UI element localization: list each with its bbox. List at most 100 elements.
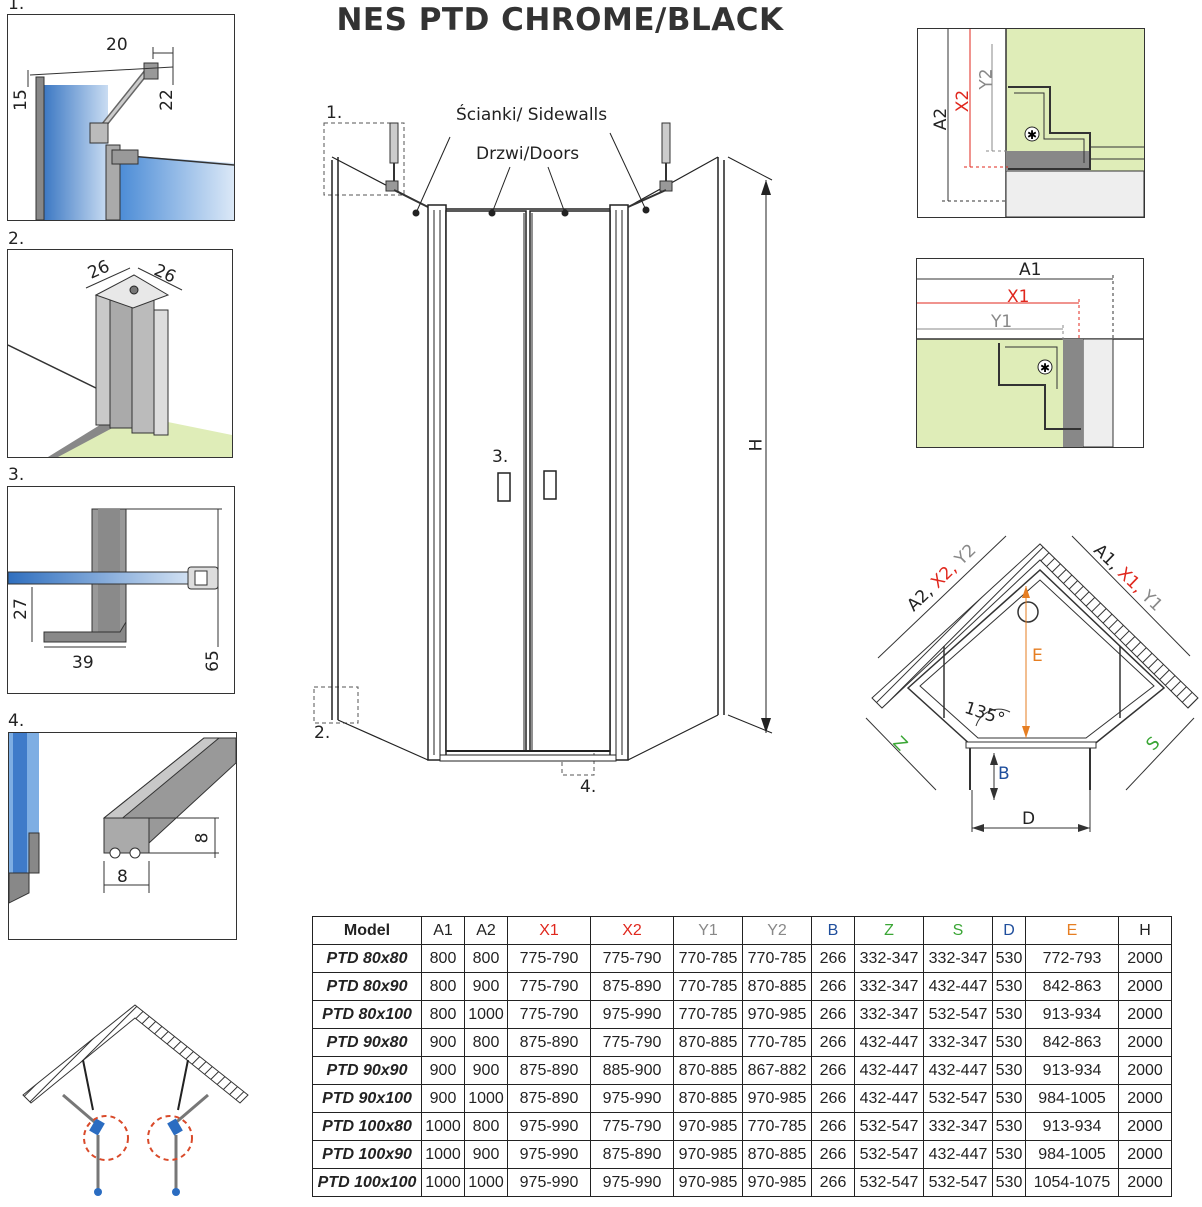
table-cell: 432-447: [854, 1028, 924, 1057]
table-cell: 900: [464, 972, 508, 1001]
table-cell: 530: [992, 1140, 1026, 1169]
table-header-cell: Z: [854, 916, 924, 945]
table-cell: 975-990: [590, 1168, 674, 1197]
table-cell: 913-934: [1025, 1056, 1119, 1085]
table-cell: 970-985: [673, 1140, 743, 1169]
table-cell: 266: [811, 972, 855, 1001]
table-cell: 870-885: [742, 972, 812, 1001]
table-cell: 975-990: [590, 1084, 674, 1113]
table-cell: 432-447: [854, 1084, 924, 1113]
table-cell: 870-885: [742, 1140, 812, 1169]
dim-8-horizontal: 8: [117, 867, 128, 887]
side-profile-a1-drawing: ✱: [917, 275, 1143, 447]
table-cell: 900: [464, 1056, 508, 1085]
dim-8-vertical: 8: [192, 832, 213, 844]
mounting-angle-drawing: [22, 1004, 249, 1196]
table-cell: 432-447: [923, 972, 993, 1001]
table-cell: 975-990: [507, 1140, 591, 1169]
table-cell: 332-347: [923, 1028, 993, 1057]
table-cell: 775-790: [507, 1000, 591, 1029]
callout-4: 4.: [580, 777, 597, 797]
plan-label-d: D: [1022, 809, 1036, 829]
table-cell: 2000: [1118, 1028, 1172, 1057]
table-cell: 870-885: [673, 1084, 743, 1113]
dim-x1: X1: [1007, 287, 1030, 307]
table-header-cell: S: [923, 916, 993, 945]
panel-4-threshold-detail: 8 8: [8, 732, 237, 940]
table-cell: 266: [811, 1056, 855, 1085]
side-profile-detail-a2: ✱ A2 X2 Y2: [917, 28, 1145, 218]
table-cell: 970-985: [742, 1000, 812, 1029]
table-cell: 530: [992, 972, 1026, 1001]
table-cell: 885-900: [590, 1056, 674, 1085]
table-header-cell: A2: [464, 916, 508, 945]
table-cell: 2000: [1118, 1084, 1172, 1113]
callout-1: 1.: [326, 103, 343, 123]
side-profile-detail-a1: ✱ A1 X1 Y1: [916, 258, 1144, 448]
table-cell: 1000: [421, 1168, 465, 1197]
table-cell: 530: [992, 1028, 1026, 1057]
table-cell: PTD 100x80: [312, 1112, 422, 1141]
table-cell: 332-347: [854, 972, 924, 1001]
table-cell: 970-985: [673, 1112, 743, 1141]
table-cell: 530: [992, 944, 1026, 973]
table-cell: 2000: [1118, 1112, 1172, 1141]
table-cell: 875-890: [507, 1084, 591, 1113]
table-header-cell: X1: [507, 916, 591, 945]
table-cell: 975-990: [507, 1112, 591, 1141]
table-cell: 770-785: [673, 972, 743, 1001]
table-cell: PTD 80x80: [312, 944, 422, 973]
plan-view-svg: [865, 535, 1199, 832]
dim-65: 65: [202, 650, 223, 672]
table-cell: 432-447: [923, 1056, 993, 1085]
table-header-cell: E: [1025, 916, 1119, 945]
table-cell: PTD 80x90: [312, 972, 422, 1001]
table-cell: 772-793: [1025, 944, 1119, 973]
panel-1-drawing: [27, 47, 234, 220]
table-cell: 530: [992, 1168, 1026, 1197]
table-cell: 775-790: [507, 972, 591, 1001]
dim-y1: Y1: [991, 312, 1013, 332]
table-cell: 530: [992, 1084, 1026, 1113]
table-cell: 800: [421, 972, 465, 1001]
table-header-cell: Y2: [742, 916, 812, 945]
table-cell: 970-985: [673, 1168, 743, 1197]
front-elevation-drawing: Ścianki/ Sidewalls Drzwi/Doors 1. 2. 3. …: [310, 95, 800, 815]
table-cell: 266: [811, 944, 855, 973]
table-cell: 532-547: [923, 1168, 993, 1197]
panel-1-number: 1.: [8, 0, 25, 14]
table-cell: 770-785: [673, 944, 743, 973]
table-cell: 875-890: [507, 1056, 591, 1085]
table-cell: 984-1005: [1025, 1140, 1119, 1169]
height-label: H: [746, 438, 767, 452]
table-cell: 530: [992, 1000, 1026, 1029]
table-cell: 870-885: [673, 1028, 743, 1057]
table-cell: 775-790: [590, 944, 674, 973]
table-cell: 532-547: [923, 1084, 993, 1113]
mounting-angle-sketch: [18, 1000, 253, 1200]
table-cell: 2000: [1118, 1056, 1172, 1085]
table-cell: 875-890: [590, 1140, 674, 1169]
dim-a2: A2: [931, 107, 952, 131]
table-cell: 775-790: [590, 1028, 674, 1057]
table-header-cell: Model: [312, 916, 422, 945]
panel-1-bracket-detail: 20 15 22: [7, 14, 235, 221]
table-cell: PTD 100x100: [312, 1168, 422, 1197]
panel-2-profile-detail: 26 26: [7, 249, 233, 458]
table-cell: 800: [421, 1000, 465, 1029]
panel-4-drawing: [9, 733, 236, 904]
table-cell: 266: [811, 1000, 855, 1029]
table-cell: 975-990: [507, 1168, 591, 1197]
page-title: NES PTD CHROME/BLACK: [336, 2, 784, 38]
table-cell: 2000: [1118, 1140, 1172, 1169]
table-cell: 842-863: [1025, 1028, 1119, 1057]
table-cell: 842-863: [1025, 972, 1119, 1001]
